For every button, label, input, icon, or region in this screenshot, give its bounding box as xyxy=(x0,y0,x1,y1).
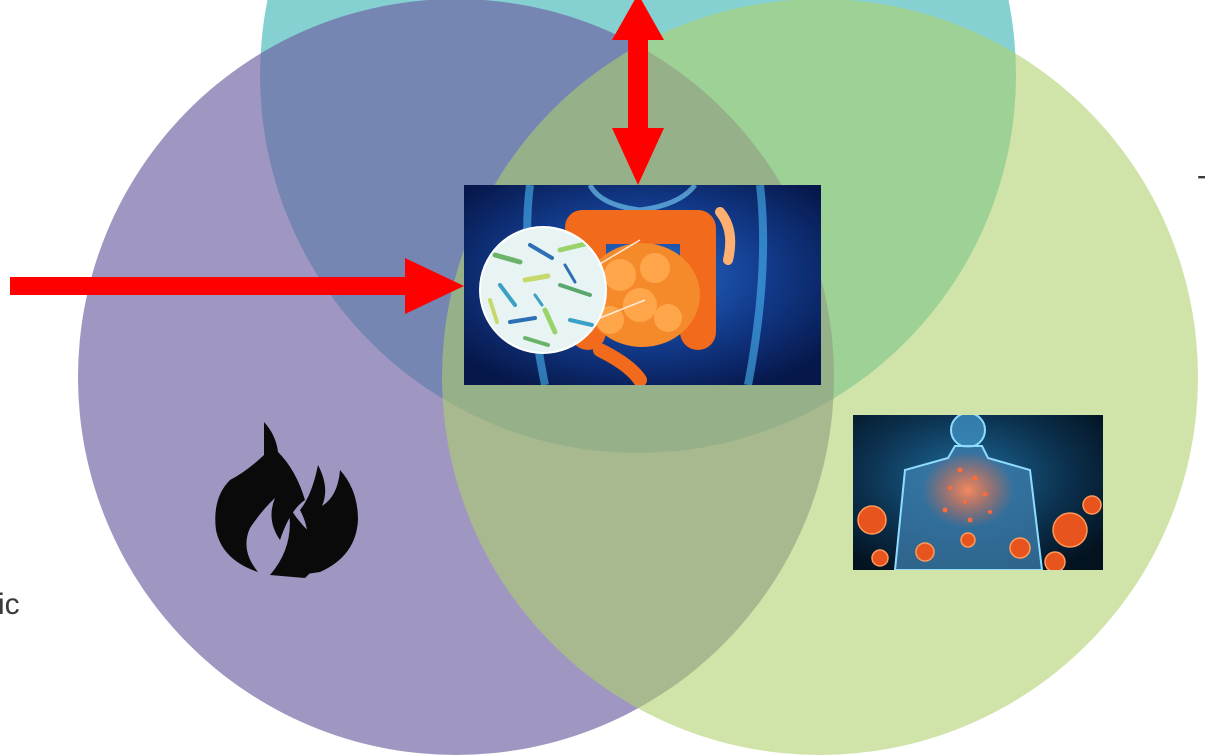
red-arrows xyxy=(10,0,664,314)
vertical-double-arrow xyxy=(612,0,664,185)
partial-label-left: ic xyxy=(0,588,20,621)
gut-microbiome-image xyxy=(464,185,821,385)
virus-particles xyxy=(857,495,1102,570)
bacteria-magnifier xyxy=(479,226,646,354)
horizontal-arrow xyxy=(10,258,464,314)
fire-icon xyxy=(215,422,358,578)
body-infection-image xyxy=(853,415,1103,570)
partial-label-right: ⌟ xyxy=(1196,146,1205,184)
